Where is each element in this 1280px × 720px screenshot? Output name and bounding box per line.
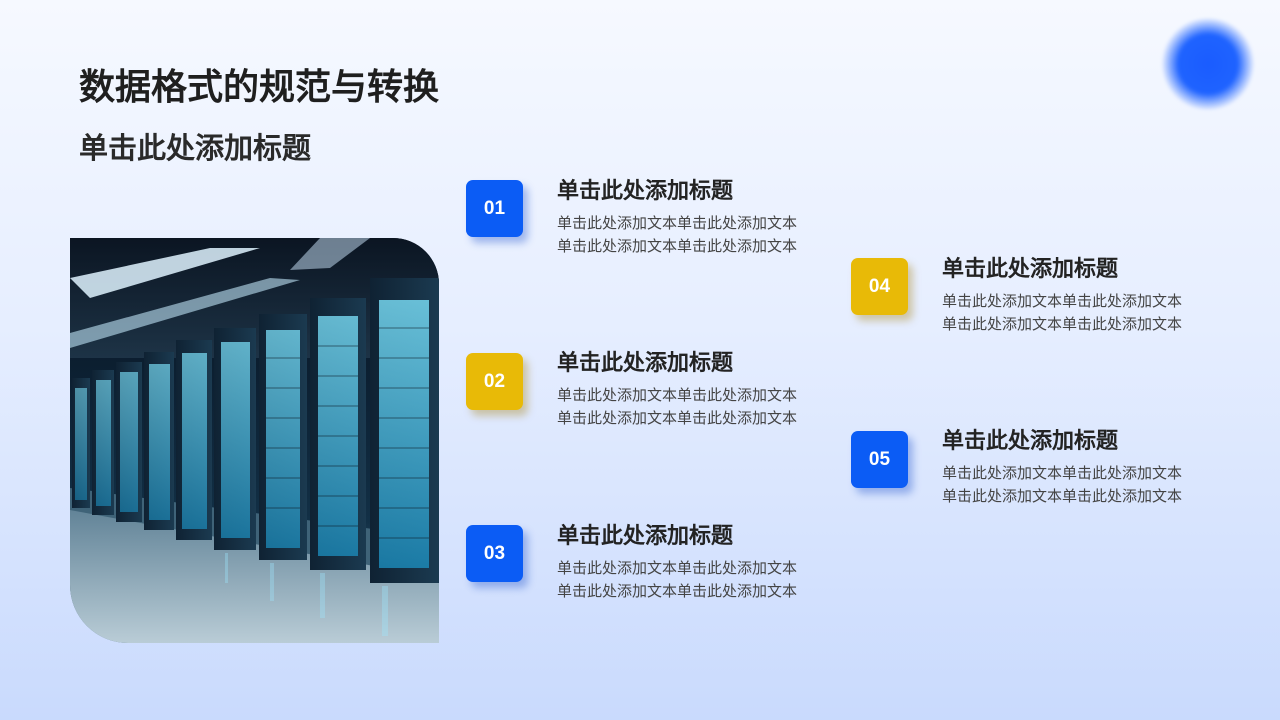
number-badge-03[interactable]: 03 xyxy=(466,525,523,582)
badge-number: 04 xyxy=(868,275,891,297)
item-text-line: 单击此处添加文本单击此处添加文本 xyxy=(557,214,798,232)
number-badge-05[interactable]: 05 xyxy=(851,431,908,488)
badge-number: 02 xyxy=(483,370,506,392)
item-title[interactable]: 单击此处添加标题 xyxy=(557,351,734,376)
badge-number: 01 xyxy=(483,197,506,219)
item-text[interactable]: 单击此处添加文本单击此处添加文本 单击此处添加文本单击此处添加文本 xyxy=(557,557,797,603)
item-text[interactable]: 单击此处添加文本单击此处添加文本 单击此处添加文本单击此处添加文本 xyxy=(557,384,797,430)
item-text[interactable]: 单击此处添加文本单击此处添加文本 单击此处添加文本单击此处添加文本 xyxy=(557,212,797,258)
number-badge-02[interactable]: 02 xyxy=(466,353,523,410)
item-text-line: 单击此处添加文本单击此处添加文本 xyxy=(942,464,1183,482)
badge-number: 03 xyxy=(483,542,506,564)
item-text-line: 单击此处添加文本单击此处添加文本 xyxy=(557,582,798,600)
item-title[interactable]: 单击此处添加标题 xyxy=(557,524,734,549)
section-subtitle[interactable]: 单击此处添加标题 xyxy=(79,131,312,165)
item-title[interactable]: 单击此处添加标题 xyxy=(557,179,734,204)
number-badge-01[interactable]: 01 xyxy=(466,180,523,237)
decorative-blue-circle xyxy=(1162,18,1254,110)
badge-number: 05 xyxy=(868,448,891,470)
item-text-line: 单击此处添加文本单击此处添加文本 xyxy=(557,559,798,577)
item-text-line: 单击此处添加文本单击此处添加文本 xyxy=(557,237,798,255)
page-title[interactable]: 数据格式的规范与转换 xyxy=(79,67,440,108)
server-room-illustration xyxy=(70,238,439,643)
item-text-line: 单击此处添加文本单击此处添加文本 xyxy=(557,409,798,427)
item-text-line: 单击此处添加文本单击此处添加文本 xyxy=(942,487,1183,505)
item-text-line: 单击此处添加文本单击此处添加文本 xyxy=(557,386,798,404)
server-room-image[interactable] xyxy=(70,238,439,643)
item-title[interactable]: 单击此处添加标题 xyxy=(942,429,1119,454)
item-text[interactable]: 单击此处添加文本单击此处添加文本 单击此处添加文本单击此处添加文本 xyxy=(942,462,1182,508)
item-title[interactable]: 单击此处添加标题 xyxy=(942,257,1119,282)
number-badge-04[interactable]: 04 xyxy=(851,258,908,315)
item-text[interactable]: 单击此处添加文本单击此处添加文本 单击此处添加文本单击此处添加文本 xyxy=(942,290,1182,336)
item-text-line: 单击此处添加文本单击此处添加文本 xyxy=(942,292,1183,310)
item-text-line: 单击此处添加文本单击此处添加文本 xyxy=(942,315,1183,333)
